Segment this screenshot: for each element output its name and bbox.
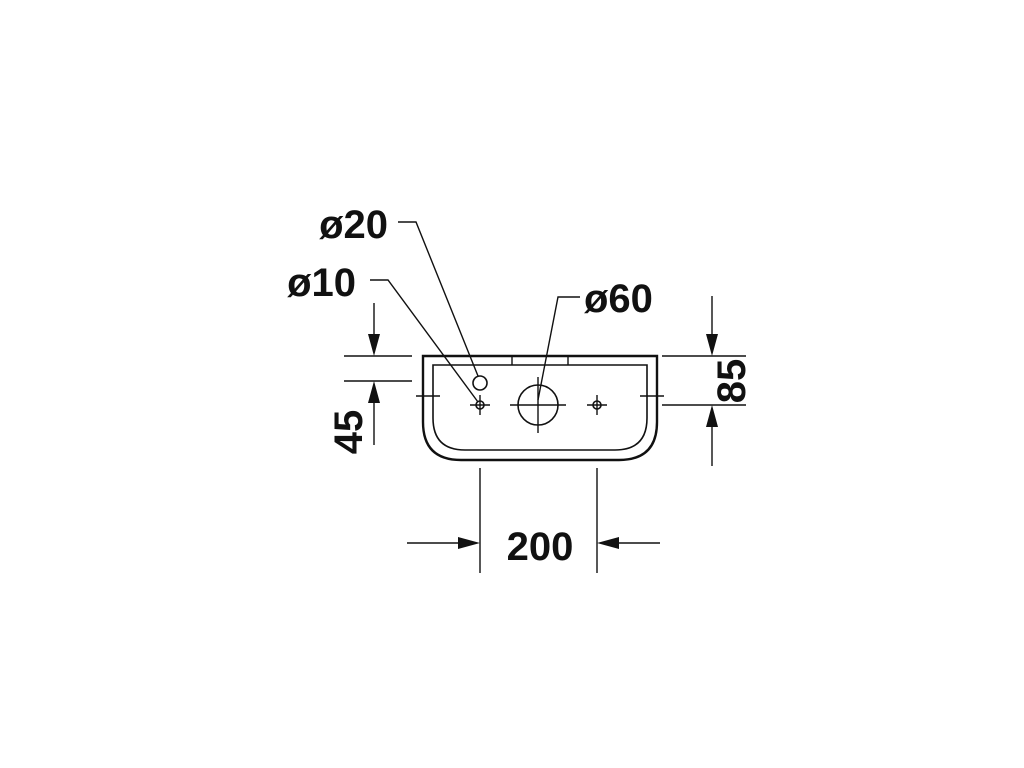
label-d10: ø10 <box>287 261 356 305</box>
leader-d10 <box>370 279 479 403</box>
arrow-left-200 <box>597 537 619 549</box>
dimension-45: 45 <box>327 303 412 454</box>
label-200: 200 <box>507 525 574 569</box>
label-45: 45 <box>327 410 371 455</box>
cistern-outer-outline <box>421 354 659 462</box>
arrow-right-200 <box>458 537 480 549</box>
dimension-85: 85 <box>662 296 754 466</box>
leaders <box>370 221 580 403</box>
arrow-up-85 <box>706 405 718 427</box>
cistern-body <box>416 354 664 462</box>
arrow-down-85 <box>706 334 718 356</box>
hole-d20 <box>472 375 488 391</box>
holes <box>470 375 607 433</box>
leader-d60 <box>537 296 580 401</box>
leader-d20 <box>398 221 479 377</box>
cistern-inner-outline <box>432 364 648 451</box>
arrow-up-45 <box>368 381 380 403</box>
dimension-200: 200 <box>407 468 660 573</box>
label-d60: ø60 <box>584 277 653 321</box>
label-85: 85 <box>710 359 754 404</box>
arrow-down-45 <box>368 334 380 356</box>
label-d20: ø20 <box>319 203 388 247</box>
